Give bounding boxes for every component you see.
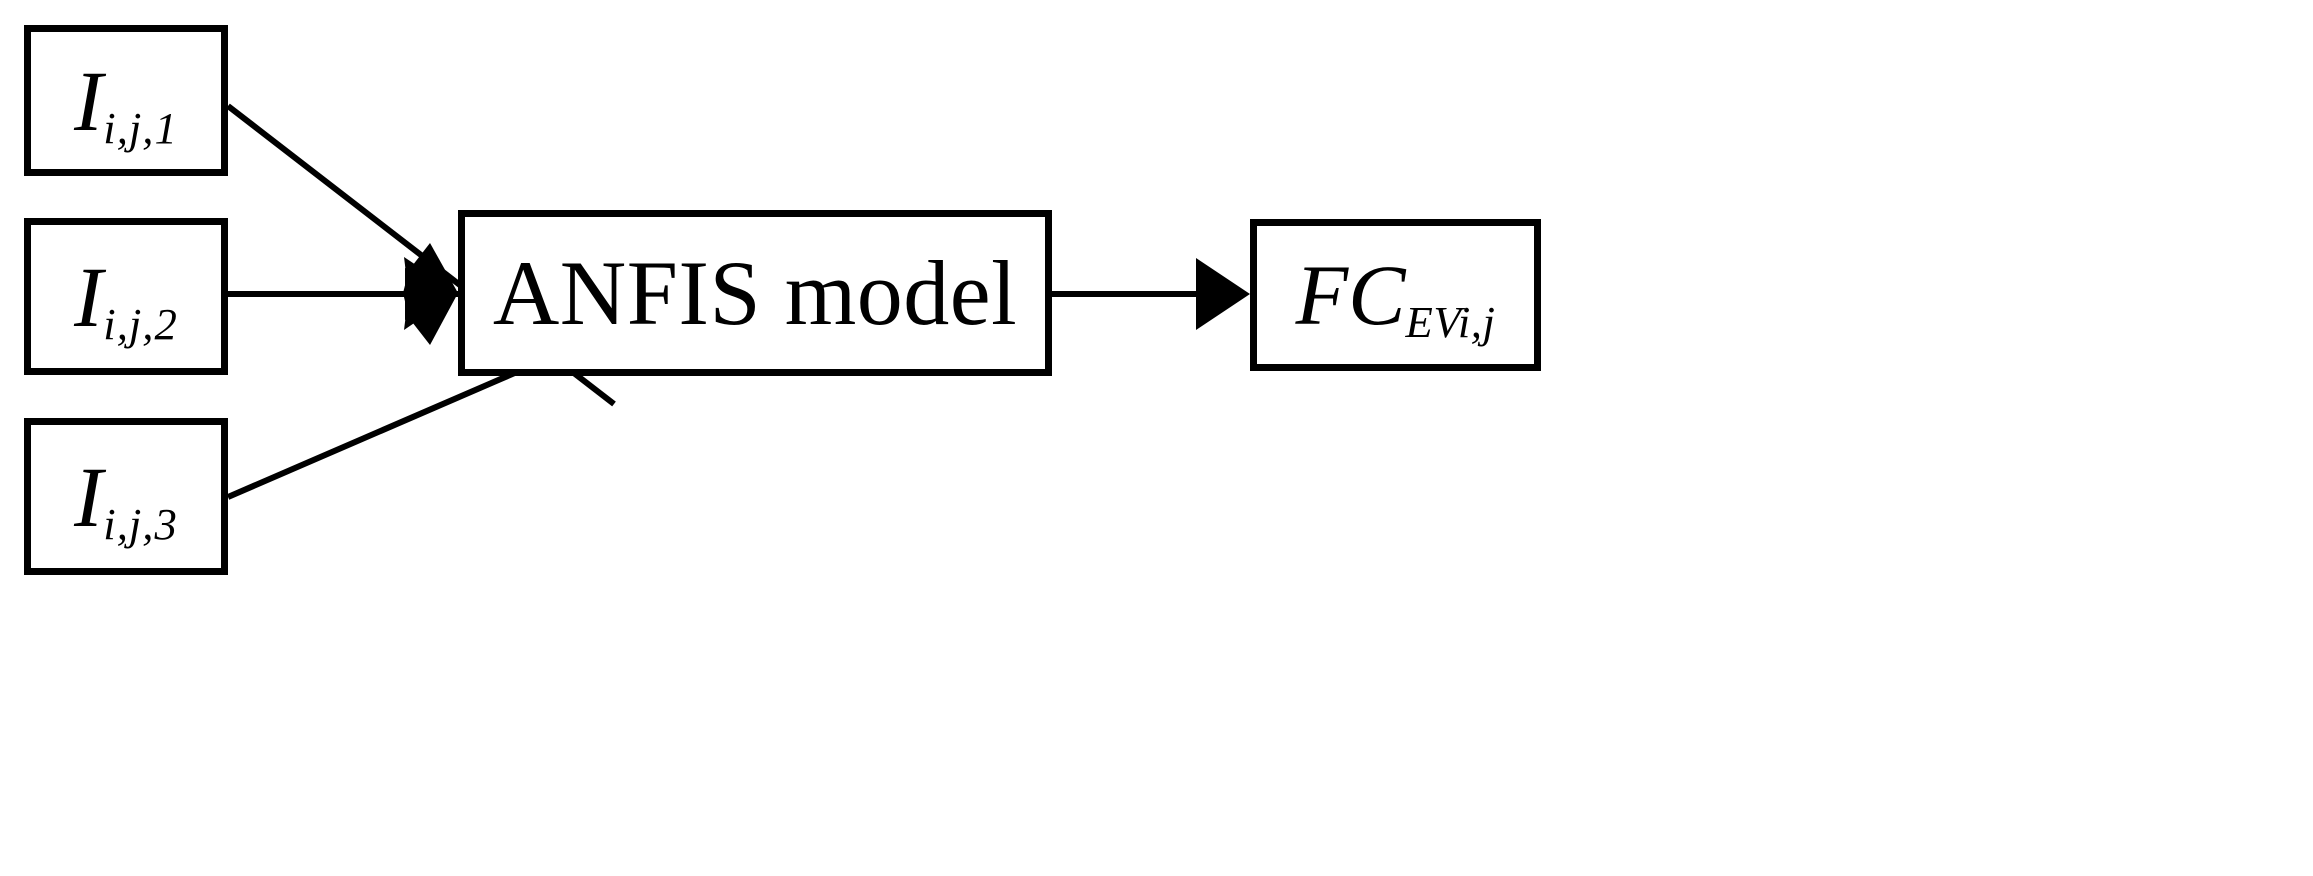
input-node-3-label: Ii,j,3 (74, 448, 178, 549)
input-node-1[interactable]: Ii,j,1 (24, 25, 228, 176)
input-node-1-subscript: i,j,1 (103, 102, 178, 153)
anfis-model-node[interactable]: ANFIS model (458, 210, 1052, 376)
anfis-model-label: ANFIS model (492, 242, 1018, 344)
input-node-3-subscript: i,j,3 (103, 498, 178, 549)
arrowhead-output-icon (1196, 258, 1250, 330)
output-node[interactable]: FCEVi,j (1250, 219, 1541, 371)
junction-blob-icon (403, 243, 458, 345)
output-node-subscript: EVi,j (1405, 297, 1496, 348)
input-node-2[interactable]: Ii,j,2 (24, 218, 228, 375)
input-node-2-subscript: i,j,2 (103, 298, 178, 349)
input-node-3[interactable]: Ii,j,3 (24, 418, 228, 575)
input-node-2-label: Ii,j,2 (74, 248, 178, 349)
input-node-1-label: Ii,j,1 (74, 52, 178, 153)
output-node-label: FCEVi,j (1295, 247, 1496, 348)
